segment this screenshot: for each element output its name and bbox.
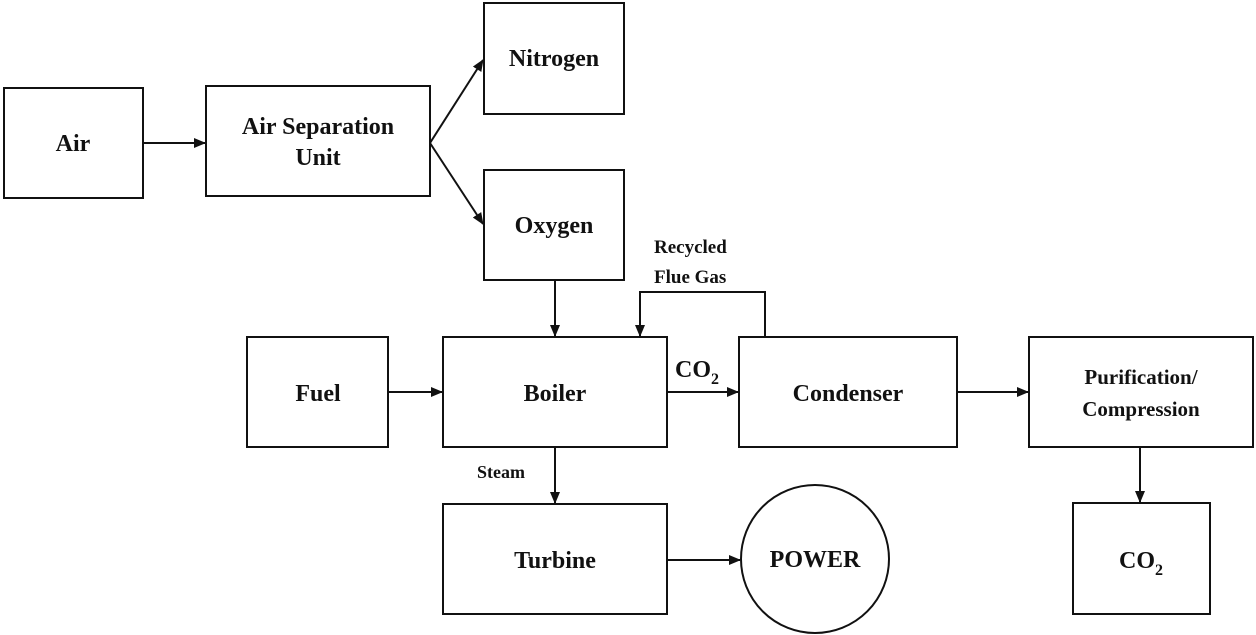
node-asu-label-1: Air Separation [242,114,394,140]
node-air-separation-unit: Air Separation Unit [205,85,431,197]
label-flue-gas: Flue Gas [654,267,726,288]
node-power: POWER [740,484,890,634]
node-nitrogen: Nitrogen [483,2,625,115]
node-power-label: POWER [770,547,861,573]
node-purification-compression: Purification/ Compression [1028,336,1254,448]
node-asu-label-2: Unit [295,145,340,171]
node-air: Air [3,87,144,199]
node-turbine-label: Turbine [514,548,596,574]
node-condenser: Condenser [738,336,958,448]
node-boiler: Boiler [442,336,668,448]
label-recycled: Recycled [654,237,727,258]
node-air-label: Air [56,131,91,157]
node-nitrogen-label: Nitrogen [509,46,599,72]
node-oxygen-label: Oxygen [515,213,594,239]
node-oxygen: Oxygen [483,169,625,281]
node-turbine: Turbine [442,503,668,615]
node-boiler-label: Boiler [524,381,587,407]
node-fuel: Fuel [246,336,389,448]
node-co2-label: CO2 [1119,548,1163,579]
label-steam: Steam [477,462,525,482]
node-purification-label-1: Purification/ [1084,365,1198,389]
arrow-recycled-flue-gas [635,291,766,337]
node-fuel-label: Fuel [295,381,341,407]
node-condenser-label: Condenser [793,381,904,407]
node-co2-output: CO2 [1072,502,1211,615]
label-co2-flow: CO2 [675,357,719,388]
arrow-asu-to-oxygen [429,142,484,225]
node-purification-label-2: Compression [1082,397,1200,421]
arrow-asu-to-nitrogen [429,59,484,144]
